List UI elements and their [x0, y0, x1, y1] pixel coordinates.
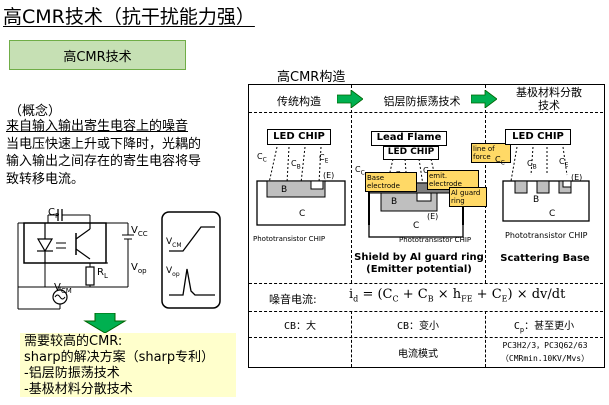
waveform-panel	[161, 211, 221, 309]
col-header-al-guard: 铝层防振荡技术	[383, 95, 461, 108]
vop-waveform	[169, 268, 215, 296]
wave-vop-label: Vop	[166, 266, 180, 278]
collector-label-2: C	[413, 221, 420, 231]
cp-label: CP	[48, 207, 60, 220]
cc-label-3: CC	[495, 155, 505, 167]
cc-label-1: CC	[257, 152, 267, 164]
structure-heading: 高CMR构造	[277, 70, 346, 85]
col-header-traditional: 传统构造	[277, 95, 321, 108]
traditional-diagram	[256, 146, 346, 226]
led-chip-3: LED CHIP	[505, 129, 571, 145]
wave-vcm-label: VCM	[166, 237, 182, 249]
right-arrow-icon	[337, 90, 363, 108]
rl-label: RL	[97, 267, 108, 280]
cb-small-cell: CB：变小	[396, 321, 440, 332]
emitter-label-3: (E)	[571, 173, 583, 182]
sharp-line-3: -铝层防振荡技术	[24, 366, 120, 381]
vcm-label: VCM	[54, 282, 72, 295]
led-chip-2: LED CHIP	[383, 146, 439, 160]
cb-label-1: CB	[291, 159, 301, 171]
ce-label-3: CE	[559, 157, 569, 169]
vop-label: Vop	[131, 262, 147, 275]
vcm-waveform	[169, 226, 215, 252]
tech-label-box: 高CMR技术	[9, 40, 186, 70]
led-chip-1: LED CHIP	[267, 129, 331, 145]
note-al-guard-ring: Al guard ring	[449, 187, 487, 207]
base-label-1: B	[281, 185, 288, 195]
vcc-label: VCC	[131, 225, 148, 238]
note-line-of-force: line of force	[471, 143, 511, 163]
concept-body: 来自输入输出寄生电容上的噪音 当电压快速上升或下降时，光耦的 输入输出之间存在的…	[6, 118, 251, 188]
scattering-diagram	[502, 146, 590, 222]
tech-label: 高CMR技术	[63, 49, 132, 65]
base-label-3: B	[533, 195, 540, 205]
shield-caption: Shield by Al guard ring (Emitter potenti…	[354, 252, 484, 275]
sharp-line-2: sharp的解决方案（sharp专利）	[24, 350, 215, 365]
led-symbol	[36, 238, 54, 253]
photo-chip-label-2: Phototransistor CHIP	[399, 236, 472, 244]
photo-chip-label-3: Phototransistor CHIP	[505, 231, 588, 240]
cb-big-cell: CB：大	[283, 321, 317, 332]
noise-formula: id = (CC + CB × hFE + CE) × dv/dt	[349, 287, 566, 304]
optocoupler-package	[23, 222, 107, 264]
page-title: 高CMR技术（抗干扰能力强）	[3, 6, 255, 28]
lead-flame: Lead Flame	[371, 131, 447, 146]
concept-line-2: 当电压快速上升或下降时，光耦的	[6, 136, 202, 152]
emitter-label-1: (E)	[323, 171, 335, 180]
cc-label-2: CC	[355, 165, 365, 177]
photo-chip-label-1: Phototransistor CHIP	[253, 235, 326, 243]
sharp-line-4: -基极材料分散技术	[24, 382, 133, 397]
cb-label-3: CB	[527, 159, 537, 171]
scattering-caption: Scattering Base	[500, 253, 590, 264]
cp-smaller-cell: Cp：甚至更小	[513, 321, 575, 334]
current-mode-cell: 电流模式	[398, 349, 438, 360]
optocoupler-circuit	[17, 209, 134, 310]
concept-heading: （概念）	[9, 104, 62, 119]
concept-line-1: 来自输入输出寄生电容上的噪音	[6, 119, 189, 134]
concept-line-4: 致转移电流。	[6, 171, 85, 187]
rl-resistor	[85, 266, 95, 286]
ce-label-1: CE	[319, 153, 329, 165]
structure-table: 传统构造 铝层防振荡技术 基极材料分散 技术 LED CHIP CC CB CE…	[248, 84, 605, 368]
down-arrow-icon	[83, 313, 127, 333]
collector-label-1: C	[299, 209, 306, 219]
sharp-solution-box: 需要较高的CMR: sharp的解决方案（sharp专利） -铝层防振荡技术 -…	[20, 333, 236, 397]
note-base-electrode: Base electrode	[365, 172, 417, 192]
base-label-2: B	[391, 197, 398, 207]
models-cell: PC3H2/3，PC3Q62/63 （CMRmin.10KV/Mvs）	[500, 341, 590, 363]
emitter-label-2: (E)	[427, 212, 439, 221]
sharp-line-1: 需要较高的CMR:	[24, 334, 123, 349]
noise-label: 噪音电流:	[269, 293, 317, 306]
col-header-scattering: 基极材料分散 技术	[516, 86, 582, 112]
collector-label-3: C	[549, 209, 556, 219]
concept-line-3: 输入输出之间存在的寄生电容将导	[6, 154, 202, 169]
right-arrow-icon	[471, 90, 497, 108]
